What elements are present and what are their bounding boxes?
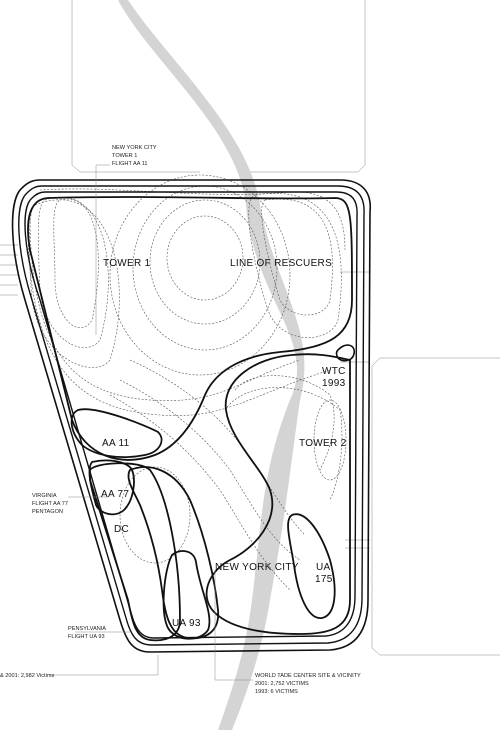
label-aa77: AA 77 xyxy=(101,489,129,500)
note-virginia-line1: VIRGINIA xyxy=(32,493,57,499)
label-1993: 1993 xyxy=(322,378,346,389)
label-175: 175 xyxy=(315,574,333,585)
note-virginia-line3: PENTAGON xyxy=(32,509,63,515)
leader-lines xyxy=(50,164,253,681)
frame-top-left xyxy=(71,0,200,173)
outer-boundary-2 xyxy=(18,185,365,646)
label-ua93: UA 93 xyxy=(172,618,201,629)
region-labels: TOWER 1 LINE OF RESCUERS WTC 1993 TOWER … xyxy=(101,258,347,629)
left-ticks xyxy=(0,244,18,296)
leader-total xyxy=(50,655,159,676)
label-line-of-rescuers: LINE OF RESCUERS xyxy=(230,258,332,269)
tower1-region xyxy=(27,196,353,461)
note-pennsylvania-line1: PENSYLVANIA xyxy=(68,626,106,632)
label-ua: UA xyxy=(316,562,331,573)
outlines xyxy=(11,179,371,653)
label-aa11: AA 11 xyxy=(102,438,130,449)
background-frames xyxy=(0,0,500,656)
leader-wtc-site xyxy=(214,570,253,681)
note-total: & 2001: 2,982 Victims xyxy=(0,673,55,679)
label-dc: DC xyxy=(114,524,129,535)
note-nyc-line3: FLIGHT AA 11 xyxy=(112,161,148,167)
grey-ribbon xyxy=(118,0,305,730)
outer-boundary-1 xyxy=(11,179,371,653)
contour-lines xyxy=(27,174,347,591)
dc-region xyxy=(127,466,219,640)
right-ticks xyxy=(340,271,370,549)
note-wtc-line2: 2001: 2,752 VICTIMS xyxy=(255,681,309,687)
label-tower2: TOWER 2 xyxy=(299,438,347,449)
frame-right xyxy=(371,357,500,656)
note-pennsylvania-line2: FLIGHT UA 93 xyxy=(68,634,105,640)
label-tower1: TOWER 1 xyxy=(103,258,151,269)
wtc1993-region xyxy=(335,344,355,362)
ua175-region xyxy=(287,513,336,619)
note-wtc-line3: 1993: 6 VICTIMS xyxy=(255,689,298,695)
outer-boundary-3 xyxy=(24,191,358,639)
annotations: NEW YORK CITY TOWER 1 FLIGHT AA 11 VIRGI… xyxy=(0,145,361,695)
aa77-region xyxy=(88,459,135,516)
label-new-york-city: NEW YORK CITY xyxy=(215,562,299,573)
label-wtc: WTC xyxy=(322,366,346,377)
tower2-region xyxy=(205,353,351,635)
note-nyc-line2: TOWER 1 xyxy=(112,153,137,159)
note-virginia-line2: FLIGHT AA 77 xyxy=(32,501,68,507)
frame-top-right xyxy=(240,0,366,173)
note-nyc-line1: NEW YORK CITY xyxy=(112,145,157,151)
pennsylvania-region xyxy=(89,462,181,642)
aa11-region xyxy=(70,408,163,458)
leader-nyc-tower1 xyxy=(95,164,110,335)
note-wtc-line1: WORLD TADE CENTER SITE & VICINITY xyxy=(255,673,361,679)
ua93-region xyxy=(162,550,211,640)
